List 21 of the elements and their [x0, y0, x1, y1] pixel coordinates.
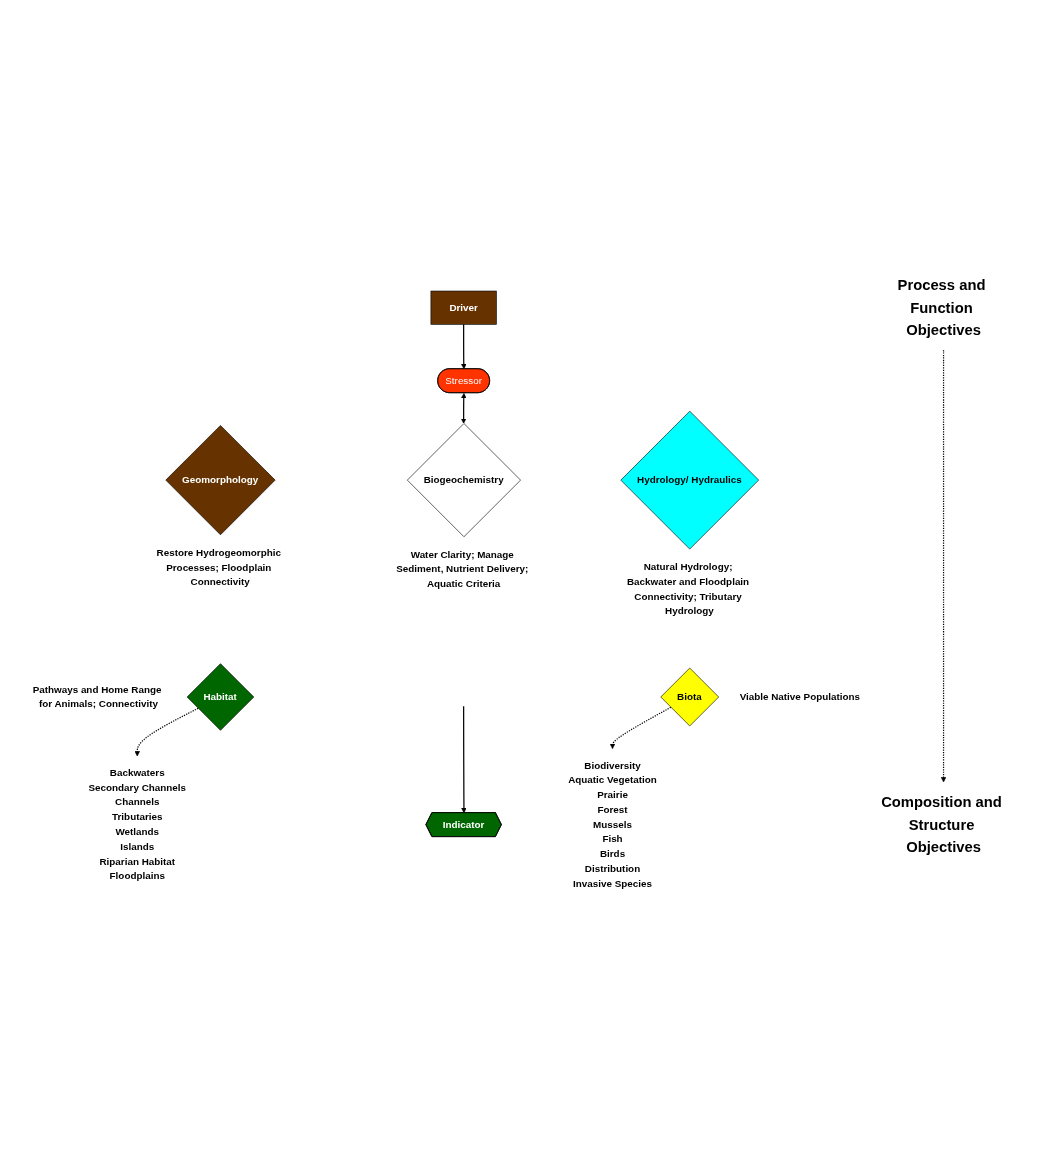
arrow: [940, 349, 947, 783]
node-label: Restore Hydrogeomorphic Processes; Floodplain Connectivity: [156, 546, 281, 587]
node-label: Viable Native Populations: [739, 691, 860, 702]
arrow: [134, 707, 199, 757]
node-text: Biodiversity Aquatic Vegetation Prairie Forest Mussels Fish Birds Distribution Invasive Species: [568, 759, 657, 889]
node-diamond: Hydrology/ Hydraulics: [620, 410, 759, 550]
node-label: Natural Hydrology; Backwater and Floodplain Connectivity; Tributary Hydrology: [627, 561, 750, 616]
node-text: Backwaters Secondary Channels Channels Tributaries Wetlands Islands Riparian Habitat Floodplains: [88, 767, 187, 882]
arrow: [461, 323, 467, 369]
node-label: Water Clarity; Manage Sediment, Nutrient Delivery; Aquatic Criteria: [396, 548, 529, 589]
node-diamond: Geomorphology: [165, 424, 276, 535]
arrow: [609, 706, 672, 749]
node-diamond: Habitat: [186, 663, 255, 731]
node-box: Driver: [430, 290, 497, 325]
node-label: Pathways and Home Range for Animals; Connectivity: [32, 683, 162, 710]
node-diamond: Biogeochemistry: [407, 422, 521, 537]
node-text: Composition and Structure Objectives: [881, 793, 1002, 855]
node-text: Process and Function Objectives: [897, 276, 986, 338]
arrow: [461, 705, 467, 813]
node-diamond: Biota: [660, 667, 719, 726]
arrow: [460, 392, 467, 424]
